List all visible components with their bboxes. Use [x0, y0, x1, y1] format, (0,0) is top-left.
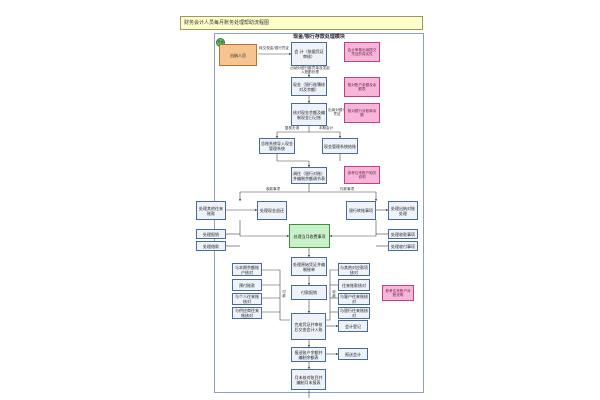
edge-right-bracket	[326, 269, 338, 321]
receive-right1-node: 处理收款事项	[388, 229, 418, 239]
note-dept-text: 参考往来账户相关说明	[347, 170, 377, 179]
center5-node: 会计登记	[338, 320, 368, 332]
accountant-review-node: 会 计（依据凭证审核）	[291, 42, 327, 66]
note-right-text: 参考往来账户对账说明	[385, 288, 411, 297]
edge-label-recv-side: 收款	[332, 290, 336, 299]
edge-label-ok: 复核无误	[284, 126, 300, 130]
dept-note-label: 处理出纳对账处理	[391, 205, 415, 216]
note-review-text: 会计审核出纳提交凭证的真实性	[347, 47, 377, 56]
note-dept: 参考往来账户相关说明	[344, 166, 380, 184]
cash-refund-label: 处理现金退还	[260, 208, 284, 213]
page-title: 财务会计人员每月账务处理帮助流程图	[180, 16, 423, 30]
left-list2-node: 预付账款	[232, 279, 262, 291]
reimb-left1-node: 处理报销	[196, 229, 226, 239]
bank-reconcile-label: 调往（银行对账）并编制余额调节表	[293, 170, 325, 181]
edge-left-to-center	[239, 220, 290, 238]
right-list1-label: 与其他对应款项核对	[340, 264, 368, 275]
center6-label: 报送账户余额并编制余额表	[294, 349, 323, 360]
cash-mgmt-node: 现金管理系统结账	[322, 138, 358, 154]
edge-gl-to-reconcile	[276, 154, 311, 168]
center4-node: 完成凭证并审核后交由会计入账	[291, 313, 326, 340]
bank-review-label: 现金（银行账簿核对及余额）	[293, 81, 325, 92]
note-balance-text: 核对账户余额及余额表	[347, 82, 377, 91]
left-list1-label: 与本期余额账户核对	[235, 264, 259, 275]
right-list3-node: 与客户往来账核对	[338, 293, 370, 305]
left-list1-node: 与本期余额账户核对	[232, 263, 262, 276]
cash-statement-label: 核对现金余额及编制现金日记账	[293, 109, 325, 120]
other-dept-node: 处理其他往来账款	[196, 201, 226, 220]
right-list3-label: 与客户往来账核对	[340, 294, 368, 304]
left-list3-label: 与个人往来账核对	[235, 294, 259, 304]
left-list2-label: 预付账款	[239, 282, 255, 288]
center5-label: 会计登记	[345, 323, 361, 329]
edge-label-pay: 付款事项	[339, 187, 355, 191]
note-review: 会计审核出纳提交凭证的真实性	[344, 42, 380, 62]
edge-right-to-center	[329, 220, 377, 238]
center-label: 处理当月收费事项	[293, 233, 326, 239]
cash-statement-node: 核对现金余额及编制现金日记账	[291, 103, 327, 126]
right-list2-label: 往来账款核对	[342, 282, 366, 288]
bank-reconcile-node: 调往（银行对账）并编制余额调节表	[291, 167, 327, 184]
center2-node: 处理原始凭证并编制账单	[291, 257, 327, 276]
note-bank: 核对银行对账单余额	[344, 103, 380, 123]
operator-node: 出纳人员	[219, 44, 257, 66]
center8-label: 月末核对账目并编制月末报表	[294, 374, 323, 385]
center3-node: 付款报销	[291, 285, 327, 300]
center7-label: 报送会计	[345, 351, 361, 357]
edge-label-pay-side: 付款	[282, 290, 286, 299]
gl-import-node: 总账系统导入现金管理系统	[259, 138, 295, 154]
center7-node: 报送会计	[338, 348, 368, 360]
center-node: 处理当月收费事项	[289, 224, 330, 248]
accountant-review-label: 会 计（依据凭证审核）	[294, 49, 324, 59]
note-bank-text: 核对银行对账单余额	[347, 108, 377, 117]
center4-label: 完成凭证并审核后交由会计入账	[294, 321, 323, 332]
center6-node: 报送账户余额并编制余额表	[291, 347, 326, 362]
gl-import-label: 总账系统导入现金管理系统	[261, 141, 293, 151]
other-dept-label: 处理其他往来账款	[199, 205, 223, 216]
left-list3-node: 与个人往来账核对	[232, 293, 262, 305]
edge-bank-to-cash	[309, 131, 342, 139]
right-list4-node: 与银行往来账核对	[338, 307, 370, 319]
center2-label: 处理原始凭证并编制账单	[293, 261, 325, 272]
cash-refund-node: 处理现金退还	[257, 201, 287, 220]
left-list4-label: 与供应商往来账核对	[235, 308, 259, 318]
bank-voucher-text: 出纳对银行传凭单及发起入账的处理	[290, 66, 330, 75]
right-list2-node: 往来账款核对	[338, 279, 370, 291]
edge-bank-to-gl	[275, 126, 310, 139]
bank-handle-node: 银行转账事项	[346, 201, 376, 220]
receive-right2-node: 处理收付事项	[388, 241, 418, 251]
edge-label-submit: 转交现金/银行凭证	[259, 46, 289, 50]
start-label: 开始	[217, 40, 224, 44]
center8-node: 月末核对账目并编制月末报表	[291, 369, 326, 390]
reimb-left1-label: 处理报销	[203, 231, 219, 237]
note-right: 参考往来账户对账说明	[382, 285, 414, 301]
dept-note-node: 处理出纳对账处理	[388, 201, 418, 220]
bank-handle-label: 银行转账事项	[349, 208, 373, 213]
edge-label-receive: 收款事项	[265, 187, 281, 191]
cash-mgmt-label: 现金管理系统结账	[324, 143, 356, 149]
module-title: 现金/银行存款处理模块	[293, 34, 345, 40]
operator-label: 出纳人员	[230, 52, 246, 58]
note-balance: 核对账户余额及余额表	[344, 77, 380, 97]
receive-right2-label: 处理收付事项	[391, 243, 415, 249]
receive-right1-label: 处理收款事项	[391, 231, 415, 237]
reimb-left2-node: 处理借款	[196, 241, 226, 251]
edge-label-bank: 出纳对银行凭证	[328, 108, 346, 117]
right-list1-node: 与其他对应款项核对	[338, 263, 370, 276]
edge-label-accountant: 本期会计	[318, 126, 334, 130]
left-list4-node: 与供应商往来账核对	[232, 307, 262, 319]
bank-review-node: 现金（银行账簿核对及余额）	[291, 77, 327, 96]
center3-label: 付款报销	[301, 290, 317, 295]
reimb-left2-label: 处理借款	[203, 243, 219, 249]
edge-left-bracket	[262, 269, 290, 321]
right-list4-label: 与银行往来账核对	[340, 308, 368, 318]
